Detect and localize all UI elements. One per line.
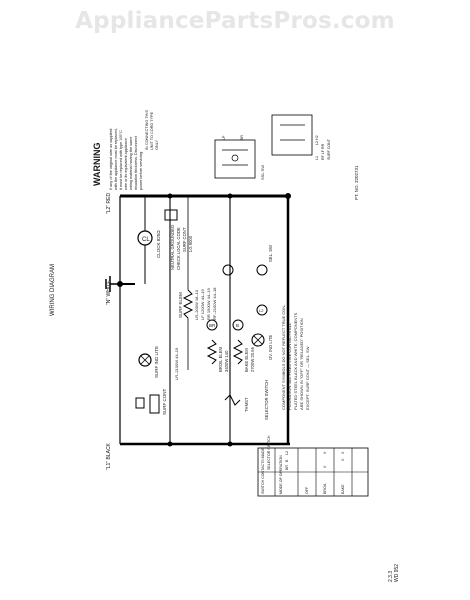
oven-ind-lite-label: OV. IND LITE: [268, 335, 273, 360]
svg-text:LP: LP: [222, 135, 226, 140]
doc-id-2: WD 952: [394, 564, 400, 582]
sel-terminal: [222, 264, 234, 276]
svg-text:B: B: [285, 459, 289, 462]
svg-text:BROIL: BROIL: [323, 483, 327, 494]
inset-schematic-bottom: L1 L2 H2 RF LF RR SURF CONT: [271, 114, 331, 160]
warning-title: WARNING: [92, 143, 102, 187]
lp-box: [135, 397, 145, 409]
wiring-diagram: WIRING DIAGRAM CL CLOCK 825Ω NEUTRAL: [50, 110, 400, 582]
svg-text:power before servicing.: power before servicing.: [139, 151, 143, 190]
part-number: PT. NO. 3202731: [354, 165, 359, 200]
svg-text:COMPONENT SYMBOLS DO NOT REFLE: COMPONENT SYMBOLS DO NOT REFLECT TRUE CO…: [281, 304, 286, 410]
warning-lines: If any of the original wire as supplied …: [109, 128, 143, 190]
svg-text:MODE OF OPERATION: MODE OF OPERATION: [279, 455, 283, 494]
svg-text:L2 H2: L2 H2: [315, 135, 319, 145]
svg-text:SELECTOR SWITCH: SELECTOR SWITCH: [267, 435, 271, 470]
broil-elem-symbol: [206, 339, 218, 365]
svg-text:FIGURATION. ALL FIXED LINE CO: FIGURATION. ALL FIXED LINE CONTACTS ALL: [287, 322, 292, 410]
sel-terminal: [256, 264, 268, 276]
junction-dot: [227, 193, 233, 199]
surf-ind-lite-label: SURF IND LITE: [154, 346, 159, 378]
b-terminal-text: B: [236, 323, 239, 328]
svg-text:ARE SHOWN IN "OFF" OR "RELAXED: ARE SHOWN IN "OFF" OR "RELAXED" POSITION: [299, 318, 304, 410]
l2-terminal-text: L2: [259, 308, 264, 313]
surf-elem-symbol: [182, 289, 194, 319]
svg-text:BAKE: BAKE: [341, 484, 345, 494]
svg-text:insulation thickness. Disconne: insulation thickness. Disconnect: [134, 135, 138, 190]
diagram-title: WIRING DIAGRAM: [50, 264, 56, 316]
junction-dot: [167, 193, 173, 199]
junction-dot: [285, 193, 291, 199]
svg-text:with the appliance must be rep: with the appliance must be replaced,: [114, 128, 118, 190]
svg-text:SWITCH CONTACTS MADE: SWITCH CONTACTS MADE: [261, 447, 265, 494]
bake-elem-label: BAKE ELEM: [244, 348, 249, 372]
ground-note-1: NEUTRAL GROUNDED: [170, 225, 175, 270]
connection-note: IN CONNECTING THIS UNIT TO CORD TYPE ONL…: [145, 110, 159, 150]
oven-ind-lite-symbol: [251, 333, 265, 347]
lr-code-label: LR–2100W 44–19: [174, 347, 179, 380]
clock-label: CLOCK 825Ω: [156, 230, 161, 258]
selector-switch-label: SELECTOR SWITCH: [264, 380, 269, 420]
svg-text:UNIT TO CORD TYPE: UNIT TO CORD TYPE: [150, 111, 154, 150]
component-note: COMPONENT SYMBOLS DO NOT REFLECT TRUE CO…: [281, 304, 310, 410]
b-terminal: [232, 319, 244, 331]
svg-text:SSL SW: SSL SW: [260, 165, 265, 180]
surf-ind-lite-symbol: [138, 353, 152, 367]
lr-surf-cont-box: [164, 209, 178, 221]
ground-symbol: [105, 276, 120, 292]
svg-text:RF LF RR: RF LF RR: [321, 143, 325, 160]
elem-ratings: LR–200W 18–10 LF 1200W 44–19 RR 1500W 44…: [194, 287, 217, 320]
svg-text:wire or its equivalent applian: wire or its equivalent appliance: [124, 138, 128, 190]
svg-text:L1: L1: [315, 156, 319, 160]
junction-dot: [167, 441, 173, 447]
watermark-text: AppliancePartsPros.com: [75, 8, 395, 34]
thermostat-label: THMST: [244, 397, 249, 412]
lr-surf-cont-label: SURF CONT: [182, 227, 187, 252]
svg-text:X: X: [341, 451, 345, 454]
svg-text:L2: L2: [285, 451, 289, 455]
ground-note-2: CHECK LOCAL CODE: [176, 227, 181, 270]
svg-text:IN CONNECTING THIS: IN CONNECTING THIS: [145, 110, 149, 150]
svg-text:SURF CONT: SURF CONT: [327, 138, 331, 160]
svg-text:EXCEPT: SURF CONT — SEL. SW: EXCEPT: SURF CONT — SEL. SW: [305, 346, 310, 410]
br-terminal: [206, 319, 218, 331]
svg-text:RF–2100W 44–18: RF–2100W 44–18: [212, 287, 217, 320]
svg-text:If any of the original wire as: If any of the original wire as supplied: [109, 129, 113, 190]
svg-text:RR 1500W 44–19: RR 1500W 44–19: [206, 287, 211, 320]
broil-rating: 3400W 140: [224, 350, 229, 372]
lr-surf-cont-sub: LG 9000: [188, 235, 193, 252]
thermostat-symbol: [224, 394, 241, 406]
svg-text:PLATED STEEL BLACK AND WHITE.: PLATED STEEL BLACK AND WHITE. COMPONENTS: [293, 312, 298, 410]
wire-label-black: "L1" BLACK: [106, 442, 112, 470]
svg-text:X: X: [323, 451, 327, 454]
wire-label-red: "L2" RED: [106, 193, 112, 214]
svg-text:X: X: [341, 458, 345, 461]
bake-elem-symbol: [232, 339, 244, 365]
junction-dot: [227, 441, 233, 447]
wire-label-white: "N" WHITE: [106, 280, 112, 305]
svg-text:OFF: OFF: [305, 486, 309, 494]
broil-elem-label: BROIL ELEM: [218, 347, 223, 372]
svg-text:LF 1200W 44–19: LF 1200W 44–19: [200, 289, 205, 320]
surf-cont-label: SURF CONT: [162, 389, 167, 415]
svg-text:BR: BR: [240, 135, 244, 140]
surf-cont-box: [149, 394, 160, 414]
surf-elem-label: SURF ELEM: [178, 292, 183, 318]
svg-text:ONLY: ONLY: [155, 139, 159, 150]
l2-terminal: [256, 304, 268, 316]
inset-schematic-top: LP BR SSL SW: [214, 135, 265, 180]
svg-text:it must be replaced with type: it must be replaced with type 105°C: [119, 130, 123, 190]
clock-glyph: CL: [142, 237, 150, 243]
svg-text:BR: BR: [285, 465, 289, 470]
svg-text:wiring material having the sam: wiring material having the same: [129, 137, 133, 190]
bake-rating: 2700W 20.66: [250, 346, 255, 372]
sel-sw-label: SEL. SW: [268, 245, 273, 262]
svg-text:X: X: [323, 465, 327, 468]
br-terminal-text: BR: [209, 323, 216, 328]
doc-id-1: 2.3.3: [388, 571, 394, 582]
switch-table: SWITCH CONTACTS MADE SELECTOR SWITCH MOD…: [257, 435, 369, 497]
svg-text:LR–200W 18–10: LR–200W 18–10: [194, 289, 199, 320]
